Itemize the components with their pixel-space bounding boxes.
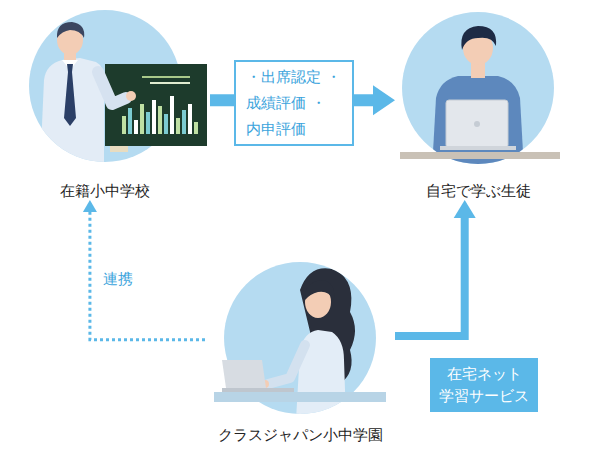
node-heading: クラスジャパン小中学園 <box>205 425 395 445</box>
node-outline <box>20 8 210 200</box>
circle-node: クラスジャパン小中学園 <box>205 258 395 448</box>
student-figure <box>432 26 524 170</box>
operator-hair-back <box>300 268 355 384</box>
node-heading: 自宅で学ぶ生徒 <box>395 181 561 201</box>
operator-desk <box>214 392 386 402</box>
student-neck <box>471 60 485 78</box>
service-badge: 在宅ネット 学習サービス <box>430 358 538 412</box>
flow-arrow <box>90 212 205 340</box>
node-outline <box>395 8 565 200</box>
chart-bar <box>170 96 174 134</box>
chart-bar <box>146 112 150 134</box>
operator-laptop-screen <box>222 360 266 388</box>
chart-bar <box>122 116 126 134</box>
teacher-tie <box>64 64 76 126</box>
operator-hand <box>261 380 269 388</box>
operator-arm <box>268 345 305 384</box>
flow-arrow <box>395 218 465 336</box>
student-head <box>463 31 493 65</box>
board-line <box>150 82 190 84</box>
chart-bar <box>140 104 144 134</box>
evaluation-box: ・出席認定 ・成績評価 ・内申評価 <box>234 60 354 146</box>
chart-bar <box>128 108 132 134</box>
circle-node: 自宅で学ぶ生徒 <box>395 8 565 200</box>
operator-blouse <box>296 330 346 420</box>
chart-bar <box>182 110 186 134</box>
laptop-screen <box>446 100 508 148</box>
node-circle <box>29 10 181 162</box>
chalkboard <box>105 64 207 152</box>
chart-bar <box>176 118 180 134</box>
chart-bar <box>134 120 138 134</box>
teacher-arm <box>98 72 126 104</box>
board-panel <box>105 64 207 146</box>
chart-bar <box>158 106 162 134</box>
teacher-neck <box>64 50 76 62</box>
chart-bar <box>188 104 192 134</box>
operator-hair-front <box>305 280 334 300</box>
flow-arrow <box>210 94 373 106</box>
bar-chart <box>122 96 198 134</box>
teacher-head <box>57 25 83 55</box>
chart-bar <box>164 114 168 134</box>
operator-laptop-base <box>222 388 294 392</box>
circle-node: 在籍小中学校 <box>20 8 210 200</box>
operator-figure <box>261 268 355 420</box>
board-line <box>142 76 190 78</box>
chart-bar <box>152 100 156 134</box>
desk <box>400 152 560 159</box>
node-circle <box>402 12 554 164</box>
teacher-shirt <box>40 58 104 170</box>
laptop-base <box>440 146 516 150</box>
teacher-collar <box>62 60 78 70</box>
chart-bar <box>194 122 198 134</box>
teacher-figure <box>40 22 104 170</box>
student-hair <box>461 26 496 50</box>
teacher-hair <box>57 22 84 38</box>
node-circle <box>224 262 376 414</box>
laptop-logo <box>474 121 480 127</box>
edge-label: 連携 <box>103 268 163 290</box>
operator-head <box>305 286 331 318</box>
student-shirt <box>432 76 524 170</box>
teacher-hand <box>126 91 136 101</box>
node-heading: 在籍小中学校 <box>20 181 190 201</box>
eraser <box>110 146 128 152</box>
node-outline <box>205 258 395 448</box>
